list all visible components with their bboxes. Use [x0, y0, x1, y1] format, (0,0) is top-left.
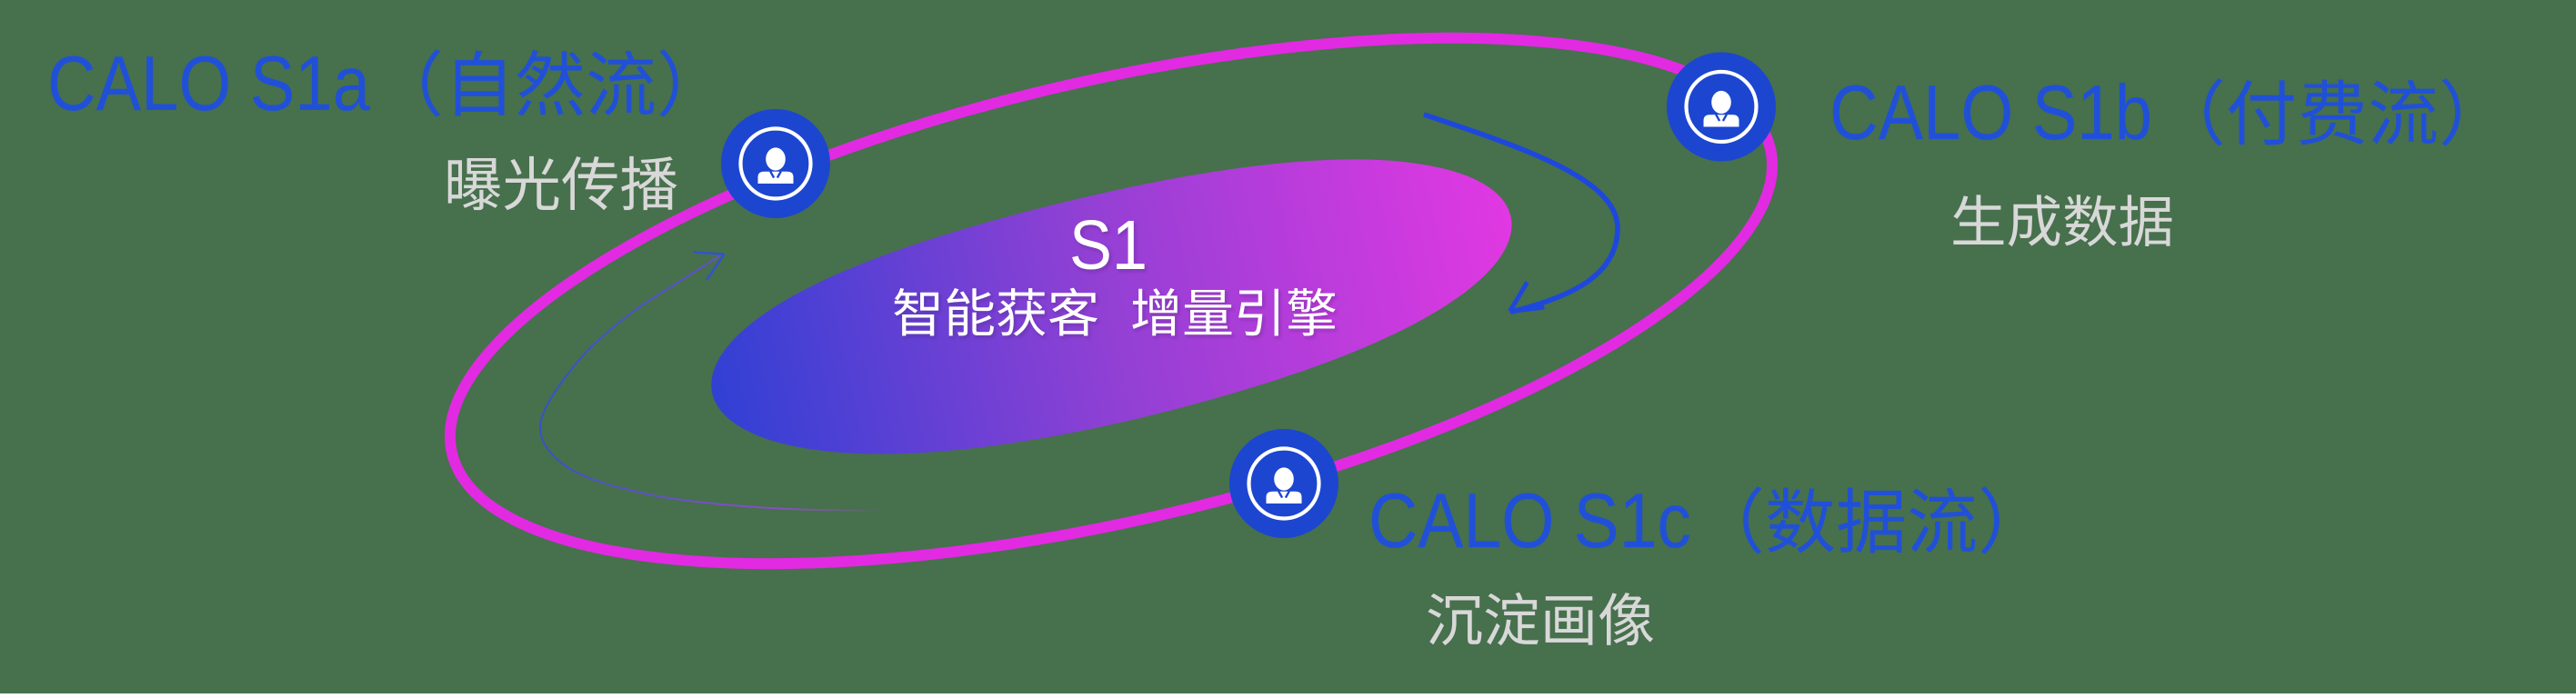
svg-text:CALO S1a: CALO S1a: [47, 41, 371, 127]
svg-text:CALO S1b: CALO S1b: [1829, 70, 2152, 156]
svg-text:S1: S1: [1069, 206, 1148, 284]
svg-text:CALO S1c: CALO S1c: [1368, 478, 1691, 564]
